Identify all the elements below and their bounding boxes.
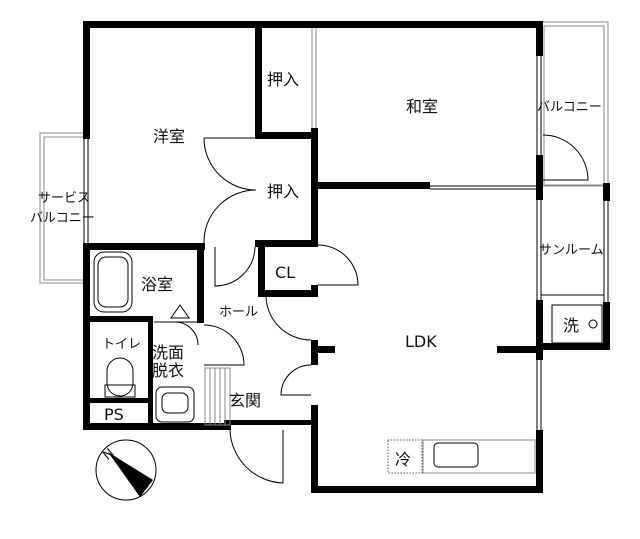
label-refrigerator: 冷 xyxy=(395,450,411,469)
step-lines xyxy=(204,367,231,426)
label-closet-lower: 押入 xyxy=(267,182,299,201)
washer-space xyxy=(551,304,603,344)
toilet-icon xyxy=(106,357,134,397)
sink-icon xyxy=(433,442,479,468)
label-washer: 洗 xyxy=(563,316,579,335)
label-ldk: LDK xyxy=(405,332,437,351)
label-toilet: トイレ xyxy=(102,337,141,352)
service-balcony-outline xyxy=(39,132,83,284)
doors xyxy=(154,134,589,484)
compass: N xyxy=(95,439,157,501)
label-sunroom: サンルーム xyxy=(539,243,604,258)
kitchen-counter xyxy=(422,439,536,474)
label-balcony: バルコニー xyxy=(537,100,602,115)
walls xyxy=(83,21,610,493)
refrigerator-space xyxy=(387,439,423,474)
label-bathroom: 浴室 xyxy=(141,275,173,294)
drain-triangle-icon xyxy=(170,304,190,319)
north-arrow-icon xyxy=(108,452,153,497)
label-japanese-room: 和室 xyxy=(406,97,438,116)
washbasin-icon xyxy=(155,386,195,423)
label-closet-cl: CL xyxy=(275,263,295,282)
label-service-balcony-2: バルコニー xyxy=(30,211,95,226)
label-pipe-space: PS xyxy=(104,405,124,424)
label-closet-upper: 押入 xyxy=(267,70,299,89)
label-western-room: 洋室 xyxy=(153,127,185,146)
bathtub-icon xyxy=(93,251,133,313)
label-washroom-2: 脱衣 xyxy=(152,361,184,380)
drain-icon xyxy=(588,319,598,329)
label-entrance: 玄関 xyxy=(229,391,261,410)
label-hall: ホール xyxy=(219,305,258,320)
label-washroom-1: 洗面 xyxy=(152,343,184,362)
label-service-balcony-1: サービス xyxy=(38,191,90,206)
room-labels: 洋室 押入 押入 和室 バルコニー サービス バルコニー サンルーム 洗 浴室 … xyxy=(30,70,604,469)
windows xyxy=(83,28,609,430)
fixtures xyxy=(93,251,603,474)
